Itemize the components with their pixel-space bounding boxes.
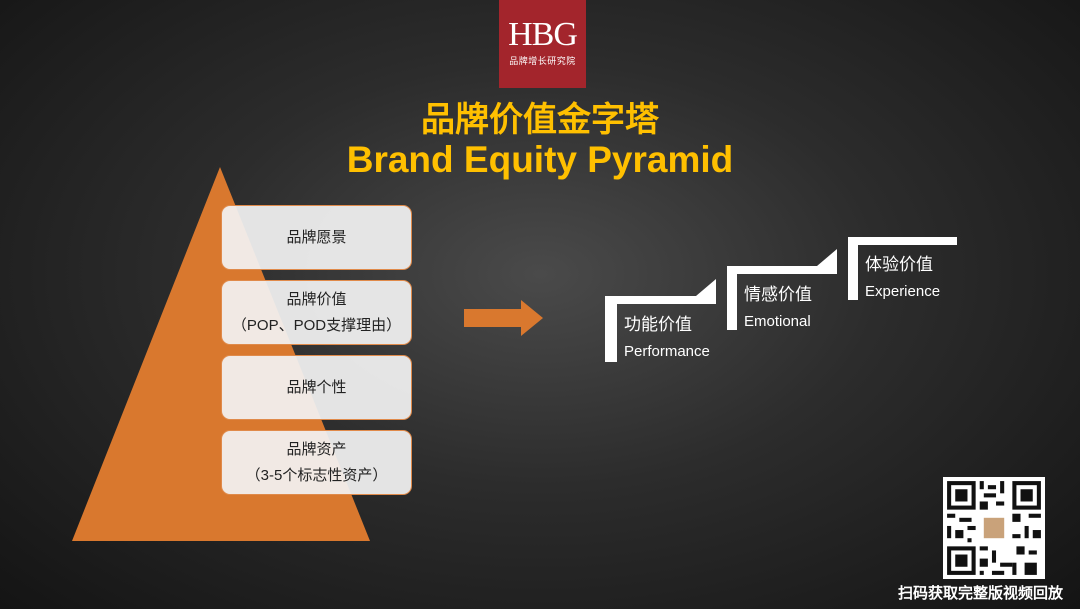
step-emotional: 情感价值 Emotional <box>744 284 839 332</box>
step-label-en: Experience <box>865 281 949 302</box>
step-performance: 功能价值 Performance <box>624 314 716 362</box>
step-label-en: Performance <box>624 341 716 362</box>
qr-caption: 扫码获取完整版视频回放 <box>898 584 1078 604</box>
step-label-cn: 体验价值 <box>865 254 949 275</box>
qr-code-icon[interactable] <box>943 477 1045 579</box>
step-experience: 体验价值 Experience <box>865 254 949 302</box>
step-label-cn: 情感价值 <box>744 284 839 305</box>
step-label-cn: 功能价值 <box>624 314 716 335</box>
step-label-en: Emotional <box>744 311 839 332</box>
